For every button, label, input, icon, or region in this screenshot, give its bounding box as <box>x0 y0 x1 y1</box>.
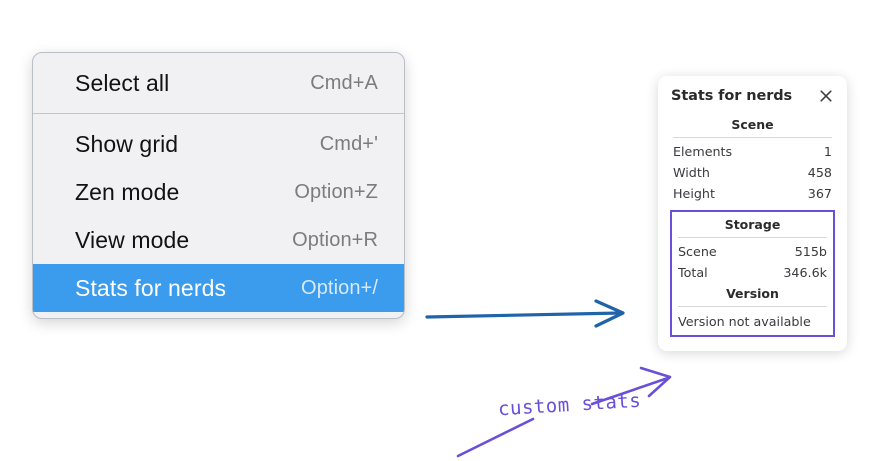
menu-separator <box>33 113 404 114</box>
menu-item-show-grid[interactable]: Show grid Cmd+' <box>33 120 404 168</box>
menu-item-label: Zen mode <box>75 178 180 205</box>
stats-for-nerds-panel: Stats for nerds Scene Elements 1 Width 4… <box>658 76 847 351</box>
purple-underline-annotation <box>456 417 535 458</box>
section-heading: Scene <box>731 117 774 132</box>
section-heading: Version <box>726 286 779 301</box>
version-note: Version not available <box>678 314 811 329</box>
stat-row: Height 367 <box>671 183 834 204</box>
section-storage: Storage Scene 515b Total 346.6k <box>676 214 829 283</box>
panel-title: Stats for nerds <box>671 88 793 104</box>
stat-value: 1 <box>823 144 832 159</box>
section-scene: Scene Elements 1 Width 458 Height 367 <box>671 114 834 204</box>
blue-arrow-annotation <box>425 299 625 328</box>
menu-item-label: View mode <box>75 226 190 253</box>
stat-value: 458 <box>807 165 832 180</box>
stat-label: Width <box>673 165 710 180</box>
menu-item-shortcut: Cmd+' <box>319 132 378 155</box>
stat-label: Elements <box>673 144 733 159</box>
handwritten-annotation-label: custom stats <box>497 389 642 421</box>
section-heading: Storage <box>724 217 781 232</box>
stat-value: 515b <box>794 244 827 259</box>
menu-item-label: Select all <box>75 69 170 96</box>
menu-item-shortcut: Option+Z <box>294 180 378 203</box>
menu-item-label: Stats for nerds <box>75 274 227 301</box>
panel-header: Stats for nerds <box>671 88 834 104</box>
section-divider <box>678 306 827 307</box>
menu-item-shortcut: Cmd+A <box>310 71 378 94</box>
menu-item-view-mode[interactable]: View mode Option+R <box>33 216 404 264</box>
context-menu: Select all Cmd+A Show grid Cmd+' Zen mod… <box>32 52 405 319</box>
menu-group-1: Select all Cmd+A <box>33 53 404 113</box>
stat-row: Total 346.6k <box>676 262 829 283</box>
section-version: Version Version not available <box>676 283 829 331</box>
close-icon[interactable] <box>818 88 834 104</box>
stat-row: Elements 1 <box>671 141 834 162</box>
stat-label: Total <box>678 265 708 280</box>
stat-label: Scene <box>678 244 717 259</box>
section-divider <box>673 137 832 138</box>
menu-item-shortcut: Option+/ <box>301 276 378 299</box>
menu-item-shortcut: Option+R <box>292 228 378 251</box>
stat-row: Scene 515b <box>676 241 829 262</box>
menu-item-select-all[interactable]: Select all Cmd+A <box>33 59 404 107</box>
section-divider <box>678 237 827 238</box>
menu-item-label: Show grid <box>75 130 179 157</box>
stat-value: 346.6k <box>783 265 827 280</box>
stat-label: Height <box>673 186 715 201</box>
stat-value: 367 <box>807 186 832 201</box>
menu-item-zen-mode[interactable]: Zen mode Option+Z <box>33 168 404 216</box>
stat-row: Width 458 <box>671 162 834 183</box>
menu-group-2: Show grid Cmd+' Zen mode Option+Z View m… <box>33 114 404 318</box>
menu-item-stats-for-nerds[interactable]: Stats for nerds Option+/ <box>33 264 404 312</box>
custom-stats-highlight-box: Storage Scene 515b Total 346.6k Version … <box>670 210 835 337</box>
